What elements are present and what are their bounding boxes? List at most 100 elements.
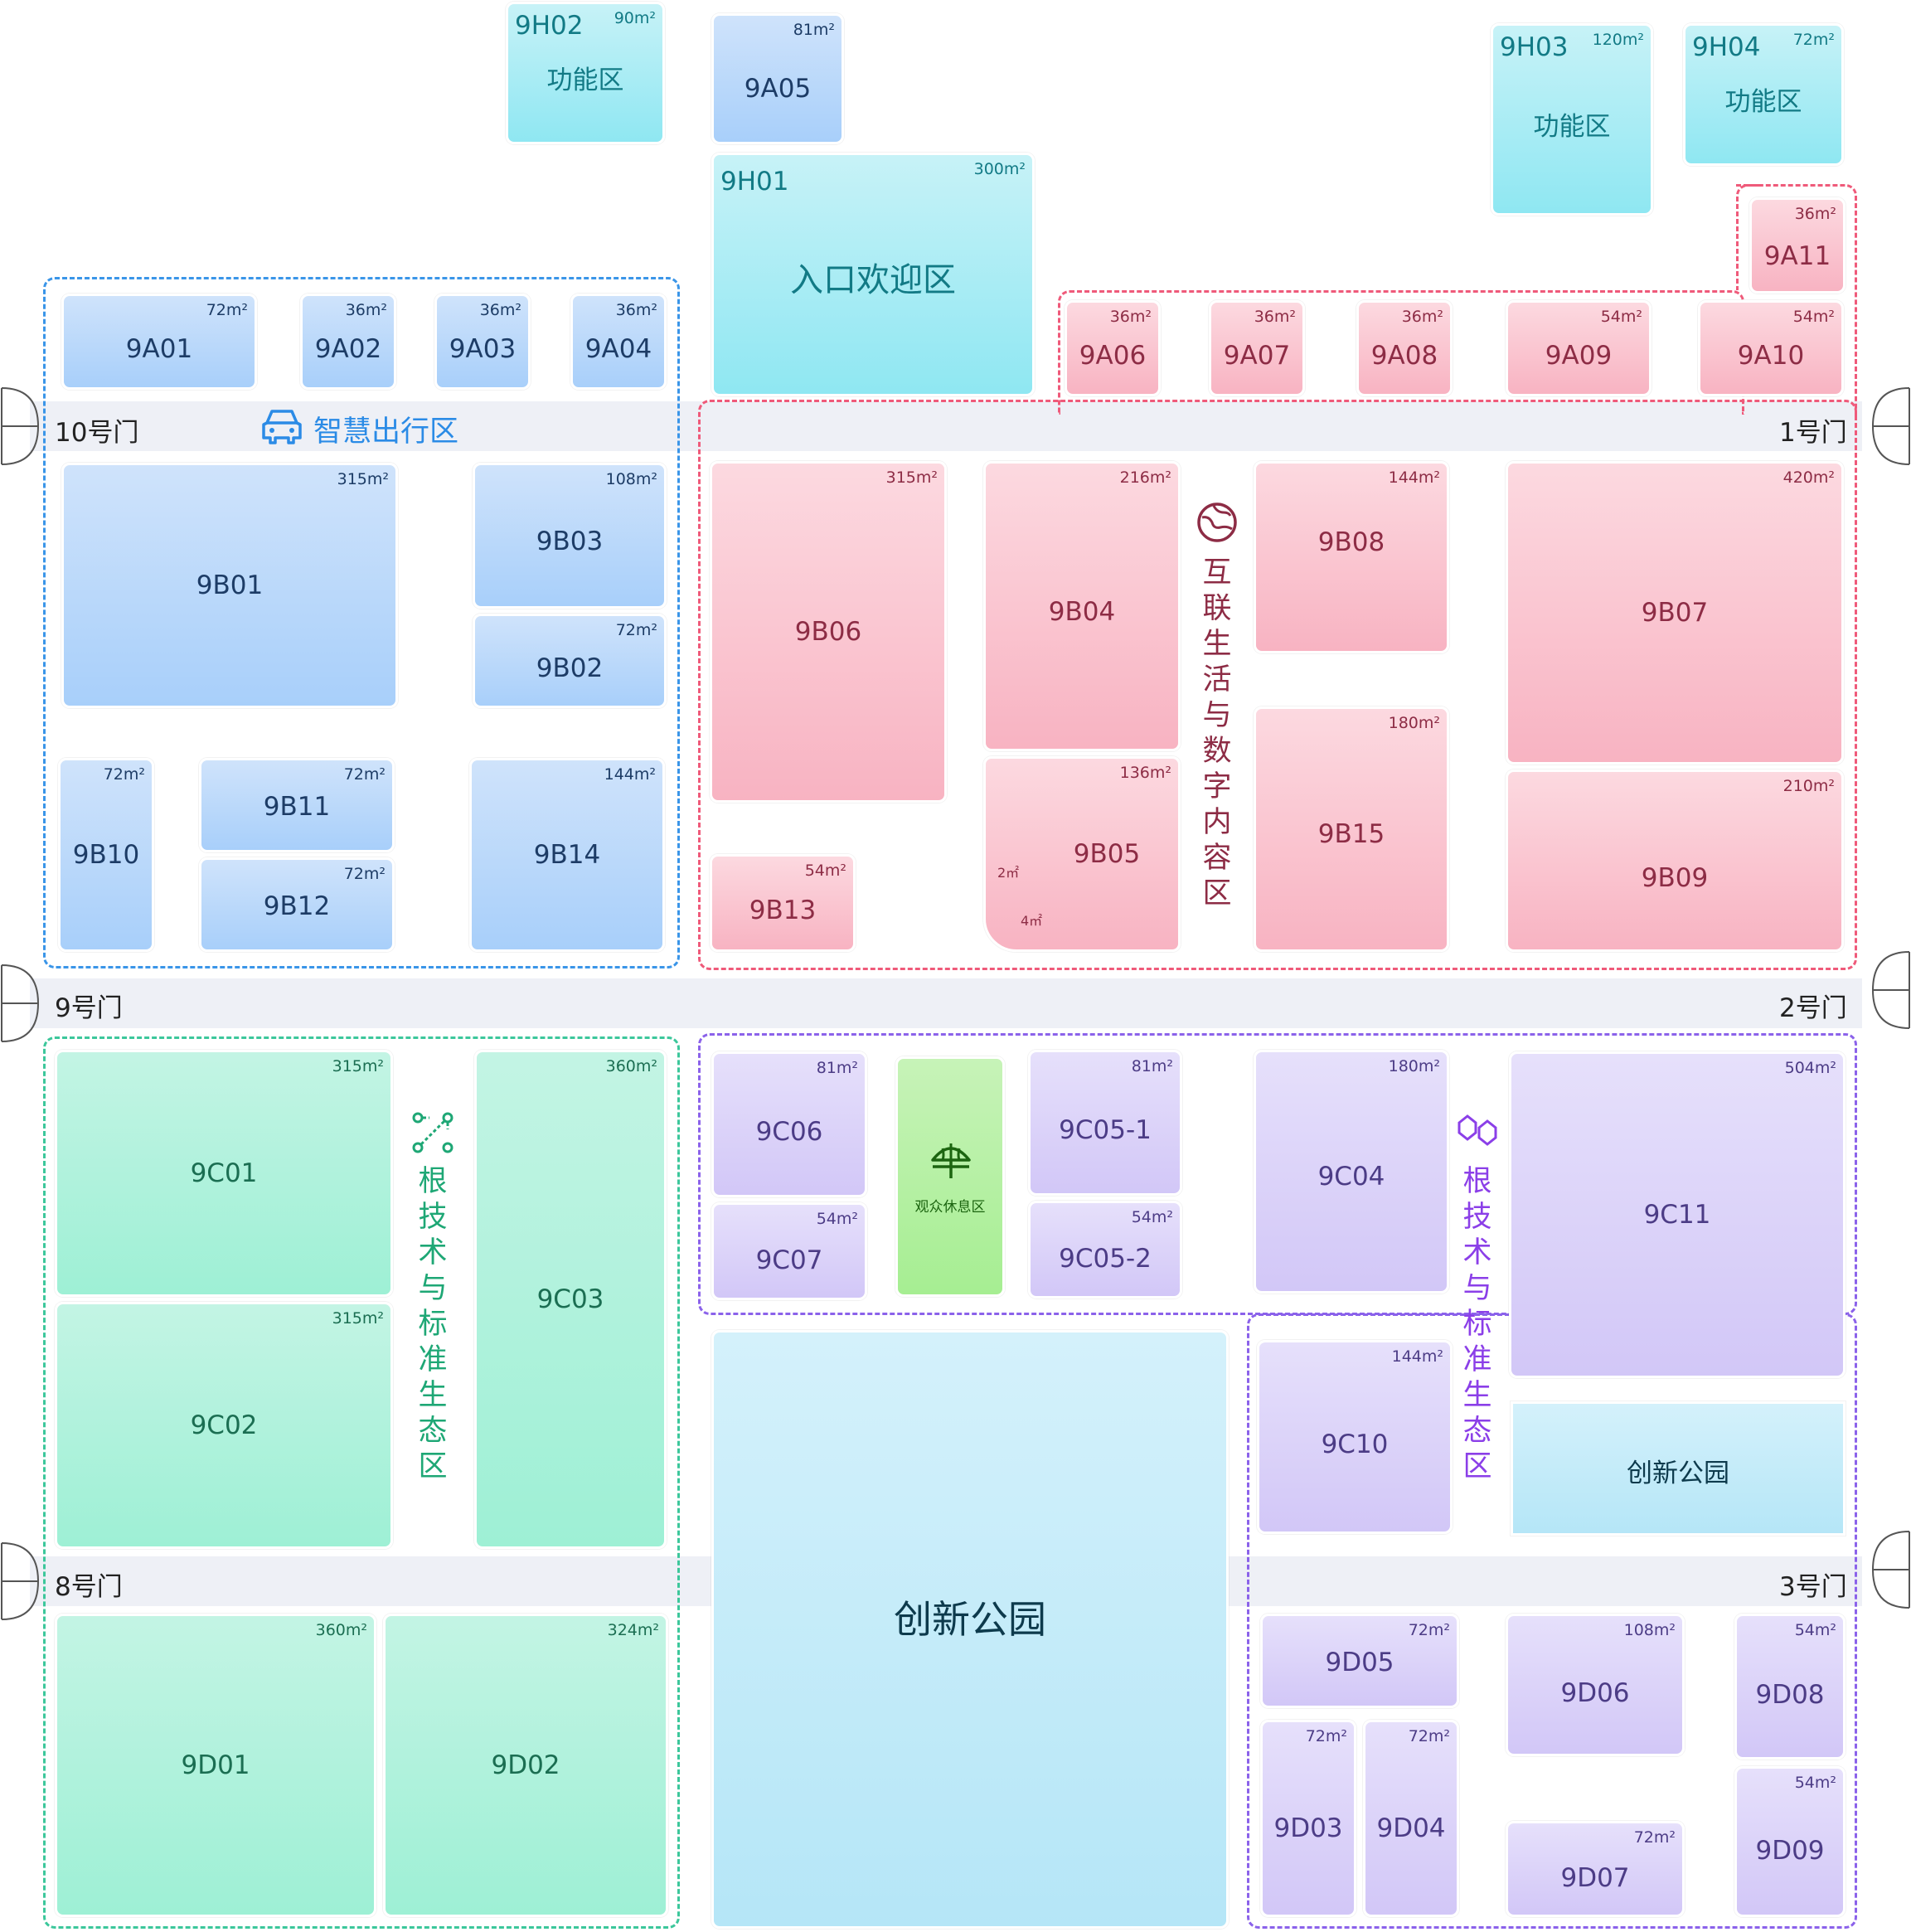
zone-label-char: 联 (1202, 592, 1232, 625)
booth-id: 9D03 (1273, 1813, 1343, 1843)
booth-9D05[interactable]: 72m² 9D05 (1260, 1614, 1459, 1708)
zone-label-char: 与 (1462, 1272, 1492, 1305)
booth-9A07[interactable]: 36m² 9A07 (1209, 300, 1305, 396)
booth-9B01[interactable]: 315m² 9B01 (61, 463, 398, 708)
booth-9H03[interactable]: 9H03 120m² 功能区 (1491, 23, 1653, 216)
booth-id: 9A09 (1545, 340, 1613, 371)
booth-id: 9H04 (1692, 32, 1761, 62)
gate-1-label: 1号门 (1779, 418, 1847, 448)
booth-area: 36m² (615, 301, 657, 319)
booth-9B04[interactable]: 216m² 9B04 (983, 461, 1181, 751)
booth-area: 54m² (816, 1210, 858, 1228)
booth-9C04[interactable]: 180m² 9C04 (1254, 1050, 1449, 1294)
booth-9B12[interactable]: 72m² 9B12 (199, 857, 395, 952)
booth-area: 54m² (1600, 308, 1642, 326)
booth-area: 72m² (103, 765, 145, 784)
booth-area: 36m² (1109, 308, 1152, 326)
booth-9B09[interactable]: 210m² 9B09 (1506, 769, 1844, 952)
booth-9D07[interactable]: 72m² 9D07 (1506, 1821, 1685, 1917)
booth-area: 360m² (605, 1057, 657, 1075)
booth-area: 144m² (1388, 468, 1440, 487)
car-icon (262, 410, 302, 444)
booth-9D03[interactable]: 72m² 9D03 (1260, 1720, 1356, 1917)
booth-9D01[interactable]: 360m² 9D01 (55, 1614, 376, 1917)
booth-id: 9D07 (1560, 1863, 1630, 1893)
booth-id: 9C06 (755, 1116, 823, 1147)
booth-9A03[interactable]: 36m² 9A03 (434, 294, 531, 390)
booth-9A10[interactable]: 54m² 9A10 (1698, 300, 1844, 396)
booth-id: 9A03 (449, 333, 517, 364)
booth-9C07[interactable]: 54m² 9C07 (711, 1202, 867, 1300)
booth-9B02[interactable]: 72m² 9B02 (473, 614, 667, 708)
booth-9C11[interactable]: 504m² 9C11 (1509, 1051, 1846, 1378)
booth-9D08[interactable]: 54m² 9D08 (1734, 1614, 1846, 1760)
booth-9C05-1[interactable]: 81m² 9C05-1 (1028, 1050, 1182, 1196)
booth-9A09[interactable]: 54m² 9A09 (1506, 300, 1652, 396)
booth-area: 315m² (332, 1309, 384, 1328)
zone-label-char: 标 (1462, 1308, 1492, 1341)
zone-label-char: 生 (1462, 1379, 1492, 1412)
booth-area: 180m² (1388, 714, 1440, 732)
booth-9H04[interactable]: 9H04 72m² 功能区 (1683, 23, 1844, 166)
booth-9A02[interactable]: 36m² 9A02 (300, 294, 396, 390)
booth-9A06[interactable]: 36m² 9A06 (1065, 300, 1161, 396)
booth-9D04[interactable]: 72m² 9D04 (1363, 1720, 1459, 1917)
booth-id: 9D02 (491, 1750, 560, 1780)
booth-9A08[interactable]: 36m² 9A08 (1356, 300, 1453, 396)
booth-id: 9A08 (1370, 340, 1438, 371)
booth-area: 54m² (1794, 1774, 1836, 1792)
booth-id: 9B05 (1073, 839, 1141, 869)
booth-function: 功能区 (1533, 112, 1611, 142)
zone-label-char: 容 (1202, 842, 1232, 875)
booth-9B13[interactable]: 54m² 9B13 (710, 854, 856, 952)
booth-id: 9A01 (125, 333, 193, 364)
zone-label-char: 技 (1462, 1201, 1492, 1234)
booth-9B14[interactable]: 144m² 9B14 (469, 758, 665, 952)
booth-9C05-2[interactable]: 54m² 9C05-2 (1028, 1201, 1182, 1299)
booth-area: 54m² (1794, 1621, 1836, 1639)
booth-note-2sqm: 2㎡ (997, 865, 1020, 881)
booth-area: 120m² (1592, 31, 1644, 49)
booth-9H02[interactable]: 9H02 90m² 功能区 (506, 2, 665, 144)
booth-id: 9D06 (1560, 1677, 1630, 1708)
aisle-lower-left (30, 1556, 713, 1606)
booth-9D09[interactable]: 54m² 9D09 (1734, 1766, 1846, 1917)
booth-9B07[interactable]: 420m² 9B07 (1506, 461, 1844, 765)
booth-9C02[interactable]: 315m² 9C02 (55, 1302, 393, 1549)
booth-area: 72m² (343, 765, 386, 784)
booth-9B10[interactable]: 72m² 9B10 (58, 758, 154, 952)
booth-9C06[interactable]: 81m² 9C06 (711, 1051, 867, 1197)
booth-9B15[interactable]: 180m² 9B15 (1254, 706, 1449, 952)
aisle-top (30, 401, 1862, 451)
zone-label-digital-content: 互联生活与数字内容区 (1199, 556, 1235, 912)
booth-area: 81m² (1131, 1057, 1173, 1075)
booth-9A01[interactable]: 72m² 9A01 (61, 294, 257, 390)
gate-10-label: 10号门 (55, 418, 139, 448)
booth-9D06[interactable]: 108m² 9D06 (1506, 1614, 1685, 1756)
gate-3-door-icon (1872, 1531, 1910, 1609)
booth-9B11[interactable]: 72m² 9B11 (199, 758, 395, 852)
booth-park-big[interactable]: 创新公园 (711, 1330, 1229, 1929)
booth-area: 72m² (343, 865, 386, 883)
booth-park-small[interactable]: 创新公园 (1511, 1401, 1846, 1536)
booth-id: 9A10 (1737, 340, 1805, 371)
booth-9D02[interactable]: 324m² 9D02 (383, 1614, 668, 1917)
booth-9A04[interactable]: 36m² 9A04 (570, 294, 667, 390)
booth-lounge[interactable]: 观众休息区 (895, 1056, 1005, 1297)
booth-function: 功能区 (1724, 87, 1802, 117)
booth-9B08[interactable]: 144m² 9B08 (1254, 461, 1449, 653)
booth-9A11[interactable]: 36m² 9A11 (1749, 197, 1846, 294)
booth-9B05[interactable]: 136m² 9B05 2㎡ 4㎡ (983, 756, 1181, 952)
gate-9-door-icon (1, 964, 39, 1042)
booth-function: 创新公园 (1627, 1459, 1729, 1488)
booth-9H01[interactable]: 9H01 300m² 入口欢迎区 (711, 153, 1035, 396)
booth-9B06[interactable]: 315m² 9B06 (710, 461, 947, 803)
booth-area: 54m² (1131, 1208, 1173, 1226)
booth-9A05[interactable]: 81m² 9A05 (711, 13, 844, 144)
booth-9C01[interactable]: 315m² 9C01 (55, 1050, 393, 1297)
booth-9C10[interactable]: 144m² 9C10 (1257, 1340, 1453, 1534)
booth-9C03[interactable]: 360m² 9C03 (474, 1050, 667, 1549)
zone-label-char: 态 (1462, 1415, 1492, 1448)
booth-9B03[interactable]: 108m² 9B03 (473, 463, 667, 609)
gate-9-label: 9号门 (55, 993, 123, 1023)
